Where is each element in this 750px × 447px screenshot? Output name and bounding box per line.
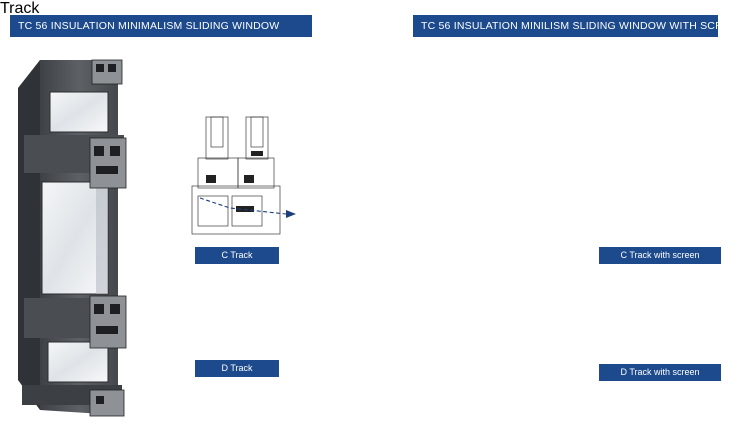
- left-c-track-label: C Track: [195, 247, 279, 264]
- left-profile-cutaways: [89, 59, 127, 417]
- right-c-track-label: C Track with screen: [599, 247, 721, 264]
- d-track-inner-label: Track: [0, 0, 40, 17]
- left-d-track-diagram: Track: [0, 0, 39, 17]
- right-d-track-label: D Track with screen: [599, 364, 721, 381]
- left-d-track-label: D Track: [195, 360, 279, 377]
- left-c-track-diagram: [191, 116, 296, 235]
- left-window-render: [18, 59, 127, 417]
- right-window-title: TC 56 INSULATION MINILISM SLIDING WINDOW…: [413, 15, 718, 37]
- left-window-title: TC 56 INSULATION MINIMALISM SLIDING WIND…: [10, 15, 312, 37]
